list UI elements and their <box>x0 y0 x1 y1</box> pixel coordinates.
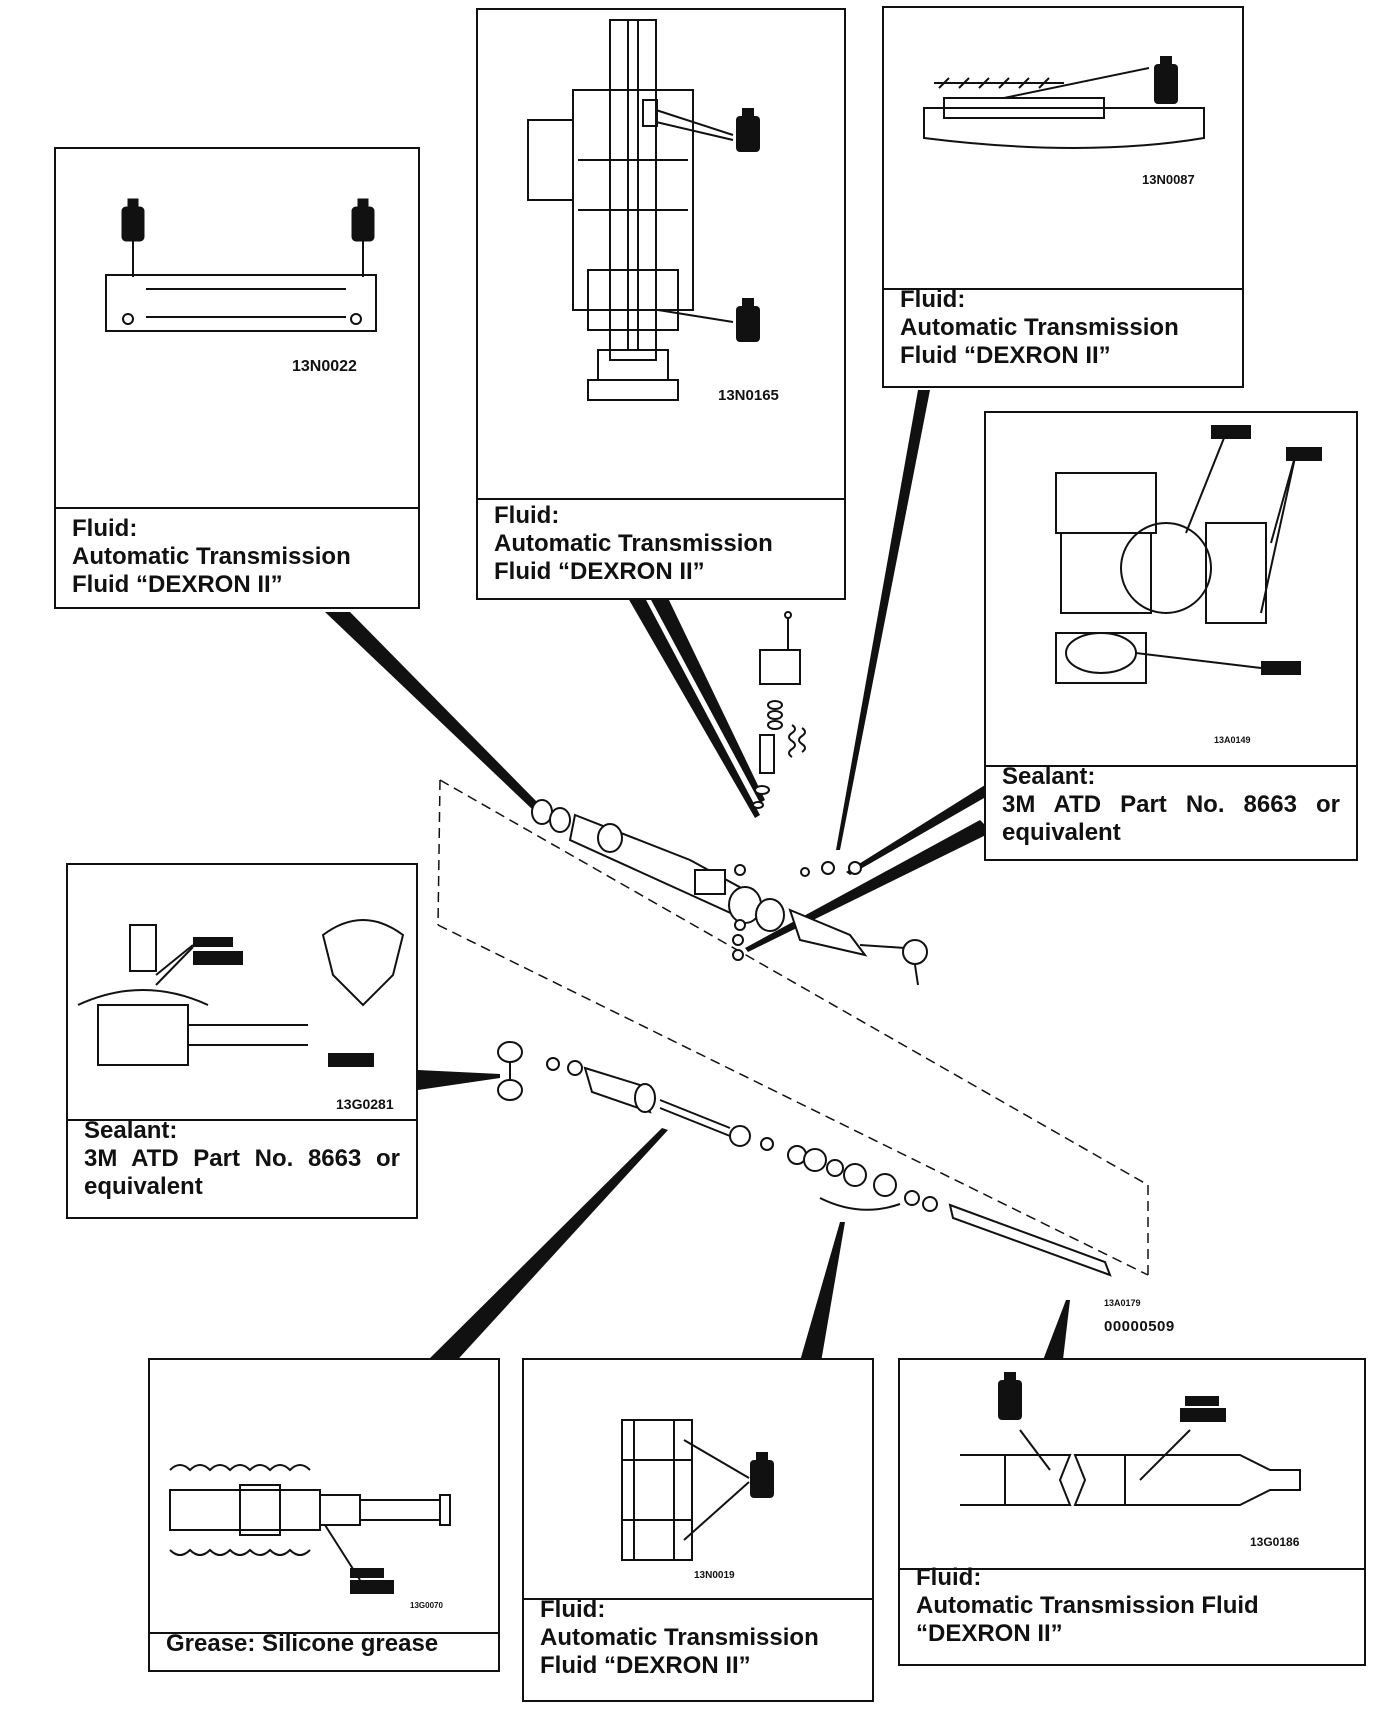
panel-illustration: 13G0186 <box>900 1360 1364 1570</box>
caption-line: Fluid: <box>494 502 560 529</box>
figure-code: 13G0281 <box>336 1096 394 1112</box>
panel-caption: Fluid: Automatic Transmission Fluid “DEX… <box>900 1554 1364 1664</box>
panel-caption: Sealant: 3M ATD Part No. 8663 or equival… <box>68 1107 416 1217</box>
panel-top-right: 13N0087 Fluid: Automatic Transmission Fl… <box>882 6 1244 388</box>
caption-line: Fluid: <box>916 1564 982 1591</box>
caption-line: “DEXRON II” <box>916 1620 1063 1647</box>
oil-seal-drawing: 13N0022 <box>105 198 377 375</box>
panel-illustration: 13N0087 <box>884 8 1242 290</box>
panel-bottom-left: 13G0070 Grease: Silicone grease <box>148 1358 500 1672</box>
caption-line: Automatic Transmission <box>900 314 1179 341</box>
panel-illustration: 13G0070 <box>150 1360 498 1634</box>
caption-line: Fluid “DEXRON II” <box>900 342 1111 369</box>
figure-code: 13N0022 <box>292 358 357 375</box>
caption-line: Fluid: <box>900 286 966 313</box>
panel-top-center: 13N0165 Fluid: Automatic Transmission Fl… <box>476 8 846 600</box>
panel-caption: Sealant: 3M ATD Part No. 8663 or equival… <box>986 753 1356 859</box>
boot-greasing-drawing: 13G0070 <box>169 1464 451 1610</box>
panel-bottom-right: 13G0186 Fluid: Automatic Transmission Fl… <box>898 1358 1366 1666</box>
panel-caption: Fluid: Automatic Transmission Fluid “DEX… <box>478 492 844 598</box>
figure-code: 13G0070 <box>410 1601 443 1610</box>
caption-line: Grease: Silicone grease <box>166 1630 439 1657</box>
figure-code: 13A0149 <box>1214 735 1251 745</box>
caption-line: Fluid “DEXRON II” <box>494 558 705 585</box>
panel-illustration: 13G0281 <box>68 865 416 1121</box>
panel-illustration: 13N0022 <box>56 149 418 509</box>
caption-line: Automatic Transmission <box>72 543 351 570</box>
caption-line: Fluid “DEXRON II” <box>540 1652 751 1679</box>
panel-illustration: 13N0165 <box>478 10 844 500</box>
panel-caption: Fluid: Automatic Transmission Fluid “DEX… <box>56 505 418 607</box>
valve-body-drawing: 13N0165 <box>527 19 779 404</box>
rack-piston-drawing: 13N0019 <box>621 1419 774 1581</box>
main-figure-code: 13A0179 <box>1104 1298 1141 1308</box>
panel-mid-right: 13A0149 Sealant: 3M ATD Part No. 8663 or… <box>984 411 1358 861</box>
panel-mid-left: 13G0281 Sealant: 3M ATD Part No. 8663 or… <box>66 863 418 1219</box>
caption-line: Automatic Transmission <box>494 530 773 557</box>
caption-line: Fluid: <box>540 1596 606 1623</box>
panel-caption: Fluid: Automatic Transmission Fluid “DEX… <box>524 1586 872 1700</box>
figure-code: 13N0087 <box>1142 172 1195 187</box>
caption-line: Automatic Transmission <box>540 1624 819 1651</box>
caption-line: Sealant: <box>1002 763 1096 790</box>
caption-line: equivalent <box>1002 819 1121 846</box>
caption-line: Fluid “DEXRON II” <box>72 571 283 598</box>
panel-illustration: 13A0149 <box>986 413 1356 767</box>
rack-drawing: 13G0186 <box>960 1372 1301 1549</box>
pinion-housing-drawing: 13A0149 <box>1055 425 1322 745</box>
panel-bottom-center: 13N0019 Fluid: Automatic Transmission Fl… <box>522 1358 874 1702</box>
panel-top-left: 13N0022 Fluid: Automatic Transmission Fl… <box>54 147 420 609</box>
main-figure-number: 00000509 <box>1104 1318 1175 1335</box>
figure-code: 13N0165 <box>718 387 779 404</box>
leader-lines <box>325 390 1070 1368</box>
panel-caption: Fluid: Automatic Transmission Fluid “DEX… <box>884 276 1242 386</box>
housing-section-drawing: 13N0087 <box>923 56 1205 187</box>
figure-code: 13N0019 <box>694 1570 735 1581</box>
panel-illustration: 13N0019 <box>524 1360 872 1600</box>
caption-line: 3M ATD Part No. 8663 or <box>84 1145 400 1172</box>
figure-code: 13G0186 <box>1250 1535 1300 1549</box>
caption-line: Fluid: <box>72 515 138 542</box>
panel-caption: Grease: Silicone grease <box>150 1626 498 1670</box>
tie-rod-end-drawing: 13G0281 <box>77 919 405 1112</box>
caption-line: 3M ATD Part No. 8663 or <box>1002 791 1340 818</box>
caption-line: equivalent <box>84 1173 203 1200</box>
caption-line: Automatic Transmission Fluid <box>916 1592 1259 1619</box>
caption-line: Sealant: <box>84 1117 178 1144</box>
